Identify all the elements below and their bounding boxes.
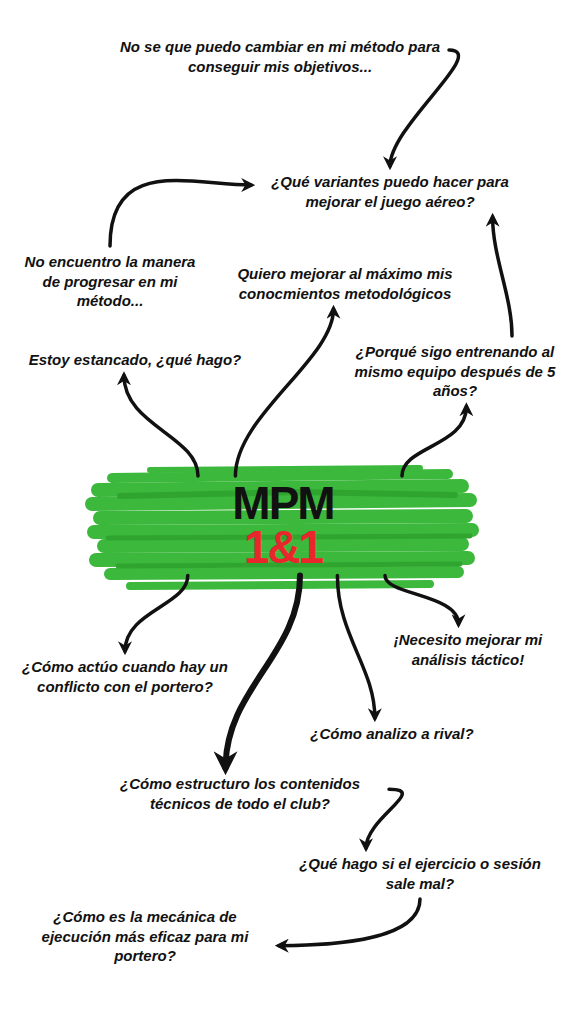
question-node: No encuentro la manera de progresar en m… [10, 250, 210, 313]
question-node: ¿Cómo es la mecánica de ejecución más ef… [15, 905, 275, 968]
question-text: ¿Cómo estructuro los contenidos técnicos… [99, 774, 381, 813]
curved-arrow [226, 575, 301, 768]
curved-arrow [390, 50, 459, 166]
curved-arrow [337, 575, 374, 718]
question-node: ¿Cómo actúo cuando hay un conflicto con … [15, 655, 235, 698]
question-node: ¿Porqué sigo entrenando al mismo equipo … [341, 340, 569, 403]
question-text: ¿Cómo actúo cuando hay un conflicto con … [19, 657, 231, 696]
question-text: Estoy estancado, ¿qué hago? [29, 350, 242, 370]
question-text: ¡Necesito mejorar mi análisis táctico! [377, 630, 559, 669]
question-text: ¿Porqué sigo entrenando al mismo equipo … [345, 342, 565, 401]
question-text: No se que puedo cambiar en mi método par… [119, 37, 441, 76]
question-text: No encuentro la manera de progresar en m… [14, 252, 206, 311]
question-text: Quiero mejorar al máximo mis conocmiento… [234, 264, 456, 303]
curved-arrow [402, 407, 466, 477]
central-node: MPM1&1 [113, 480, 453, 571]
question-node: No se que puedo cambiar en mi método par… [115, 35, 445, 78]
curved-arrow [279, 899, 420, 946]
curved-arrow [235, 309, 333, 476]
question-node: ¿Qué hago si el ejercicio o sesión sale … [285, 852, 555, 895]
curved-arrow [385, 575, 459, 624]
central-title: MPM [117, 482, 449, 526]
curved-arrow [124, 376, 198, 477]
question-node: ¿Cómo analizo a rival? [306, 722, 477, 746]
question-node: Quiero mejorar al máximo mis conocmiento… [230, 262, 460, 305]
central-title: 1&1 [117, 526, 449, 570]
question-node: ¿Cómo estructuro los contenidos técnicos… [95, 772, 385, 815]
question-node: Estoy estancado, ¿qué hago? [25, 348, 246, 372]
curved-arrow [493, 217, 512, 336]
question-text: ¿Cómo es la mecánica de ejecución más ef… [19, 907, 271, 966]
question-node: ¿Qué variantes puedo hacer para mejorar … [255, 170, 525, 213]
question-text: ¿Qué hago si el ejercicio o sesión sale … [289, 854, 551, 893]
curved-arrow [125, 575, 188, 651]
curved-arrow [110, 181, 251, 246]
question-text: ¿Cómo analizo a rival? [310, 724, 473, 744]
question-text: ¿Qué variantes puedo hacer para mejorar … [259, 172, 521, 211]
question-node: ¡Necesito mejorar mi análisis táctico! [373, 628, 563, 671]
curved-arrow [366, 789, 402, 848]
